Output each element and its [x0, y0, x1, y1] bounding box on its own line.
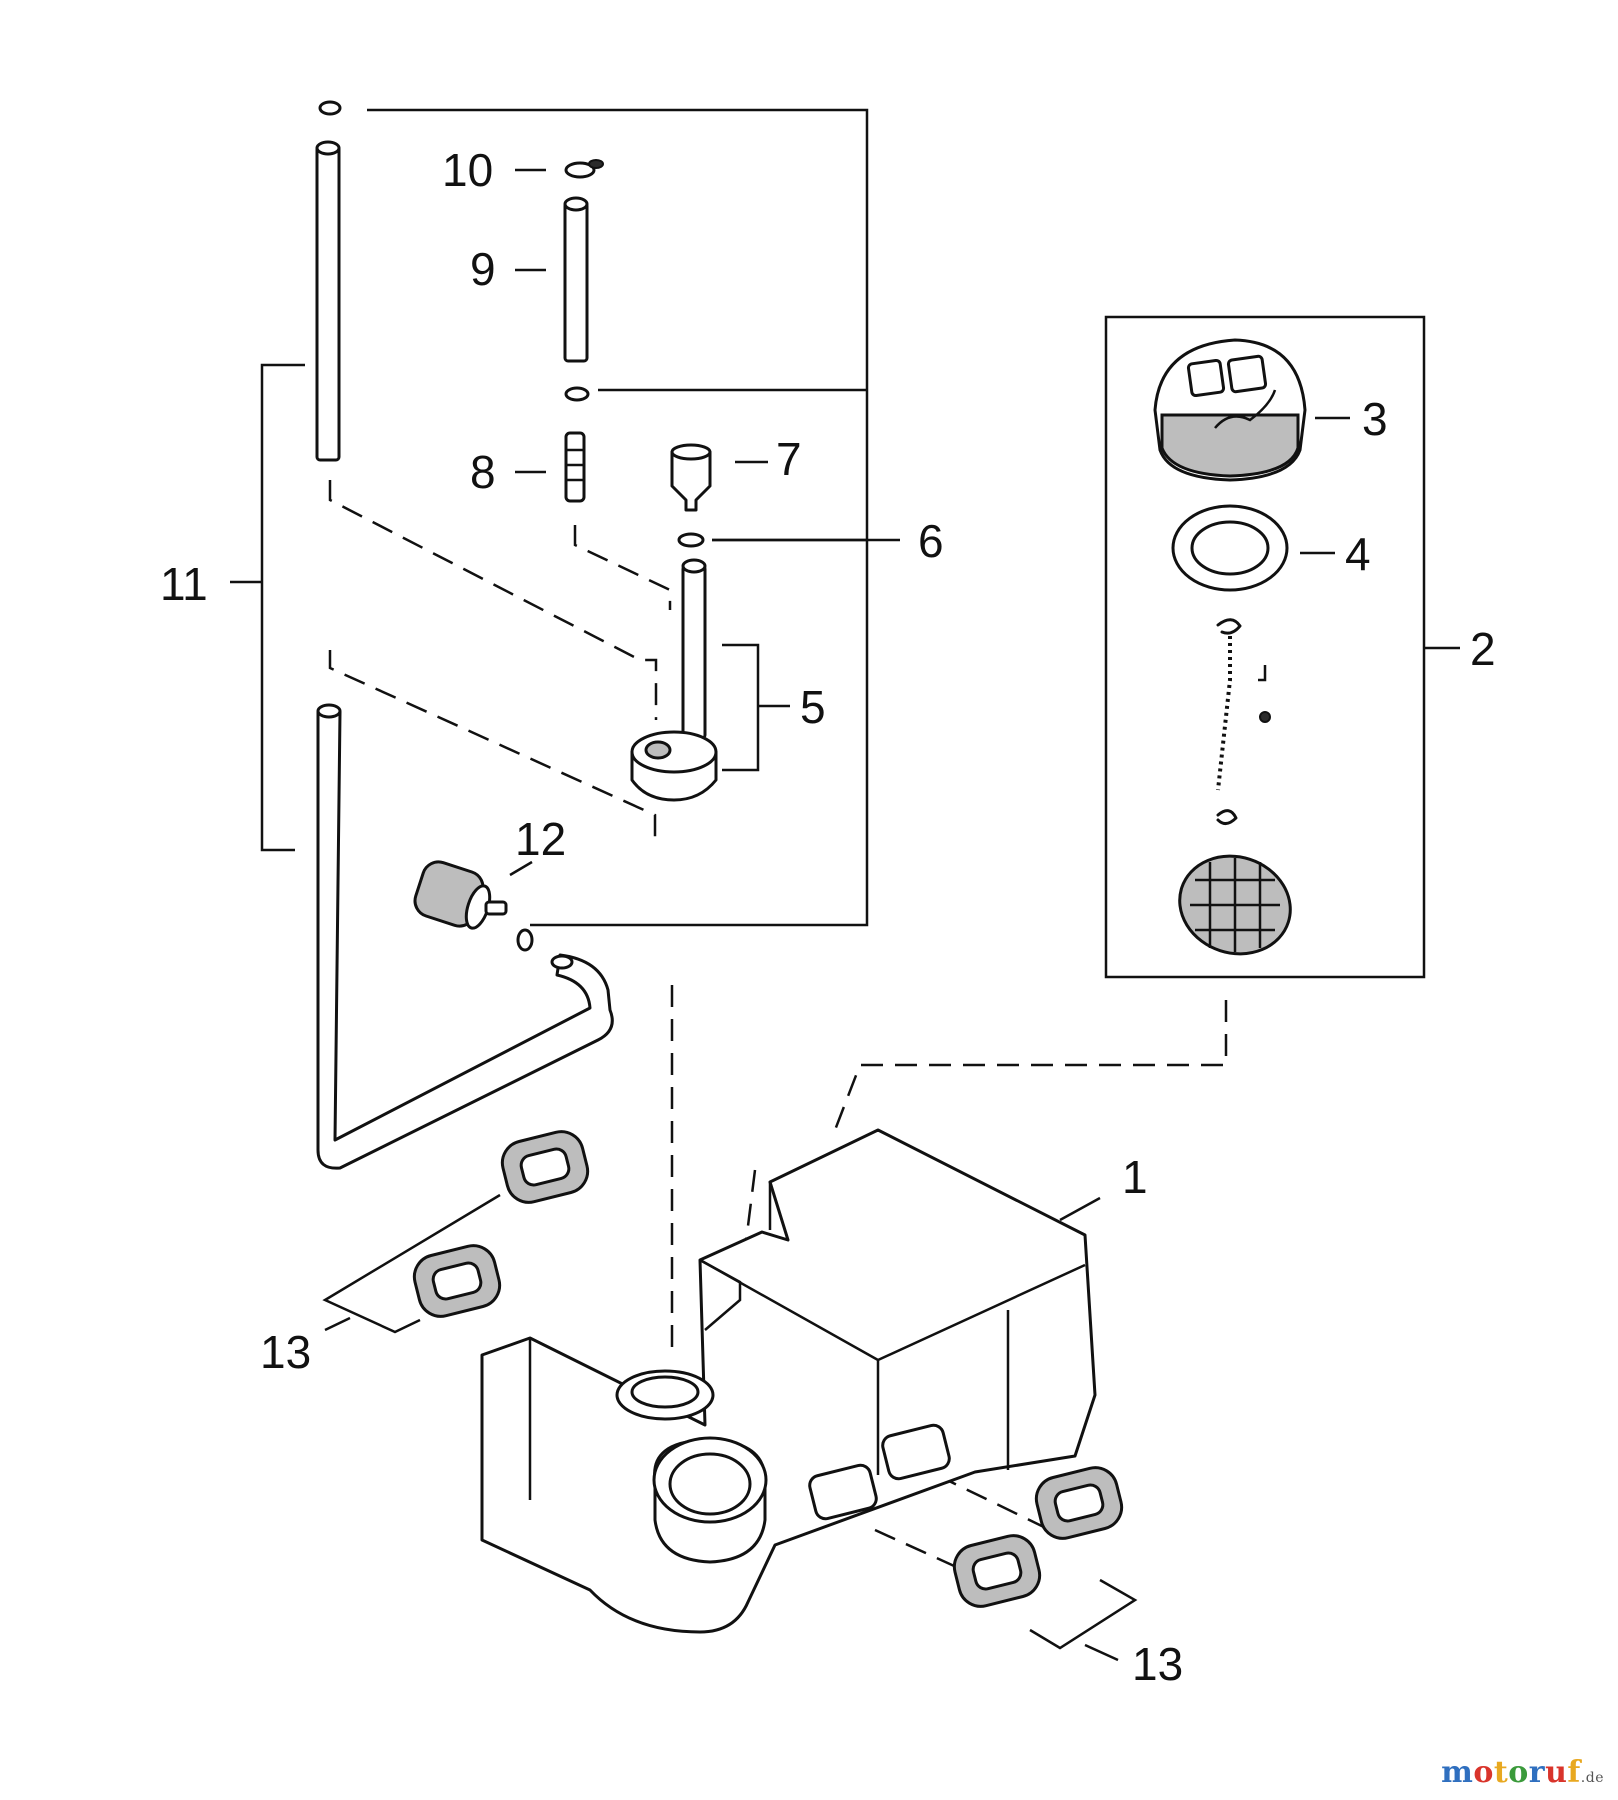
watermark-letter: r [1528, 1755, 1546, 1790]
o-ring [677, 532, 705, 548]
watermark-letter: o [1508, 1755, 1529, 1790]
callout-labels: 1 2 3 4 5 6 7 8 9 10 11 12 13 13 [160, 144, 1496, 1690]
callout-1: 1 [1122, 1151, 1148, 1203]
fuel-filter [413, 860, 534, 952]
callout-8: 8 [470, 446, 496, 498]
callout-11: 11 [160, 558, 208, 610]
callout-13-upper: 13 [260, 1326, 311, 1378]
callout-12: 12 [515, 813, 566, 865]
callout-4: 4 [1345, 528, 1371, 580]
hose-clip [564, 159, 604, 179]
cap-gasket [1171, 504, 1289, 592]
leader-lines [324, 168, 1350, 1662]
callout-10: 10 [442, 144, 493, 196]
watermark-letter: m [1441, 1755, 1474, 1790]
grommet-lower [952, 1466, 1138, 1650]
tank-outlet-pipe [630, 558, 718, 802]
watermark-letter: o [1473, 1755, 1494, 1790]
fuel-tank [480, 1128, 1097, 1634]
fuel-strainer-screen [1178, 854, 1292, 956]
fuel-strainer [670, 443, 712, 512]
watermark-letter: u [1545, 1755, 1568, 1790]
callout-6: 6 [918, 515, 944, 567]
callout-5: 5 [800, 681, 826, 733]
watermark-letter: f [1567, 1755, 1581, 1790]
watermark-tld: .de [1580, 1770, 1604, 1786]
grommet-upper [322, 1130, 590, 1334]
callout-9: 9 [470, 243, 496, 295]
short-fuel-hose [563, 196, 590, 402]
callout-2: 2 [1470, 623, 1496, 675]
watermark-brand: motoruf [1441, 1755, 1581, 1790]
fuel-cap [1153, 338, 1307, 482]
watermark-letter: t [1493, 1755, 1509, 1790]
callout-13-lower: 13 [1132, 1638, 1183, 1690]
callout-7: 7 [776, 433, 802, 485]
fuel-hose-upper [315, 100, 342, 462]
callout-3: 3 [1362, 393, 1388, 445]
motoruf-watermark-logo: motoruf.de [1441, 1755, 1604, 1790]
assembly-guide-lines [328, 480, 1228, 1582]
fuel-hose-lower [316, 703, 614, 1170]
connector-pipe [564, 431, 586, 503]
cap-chain [1216, 618, 1271, 825]
